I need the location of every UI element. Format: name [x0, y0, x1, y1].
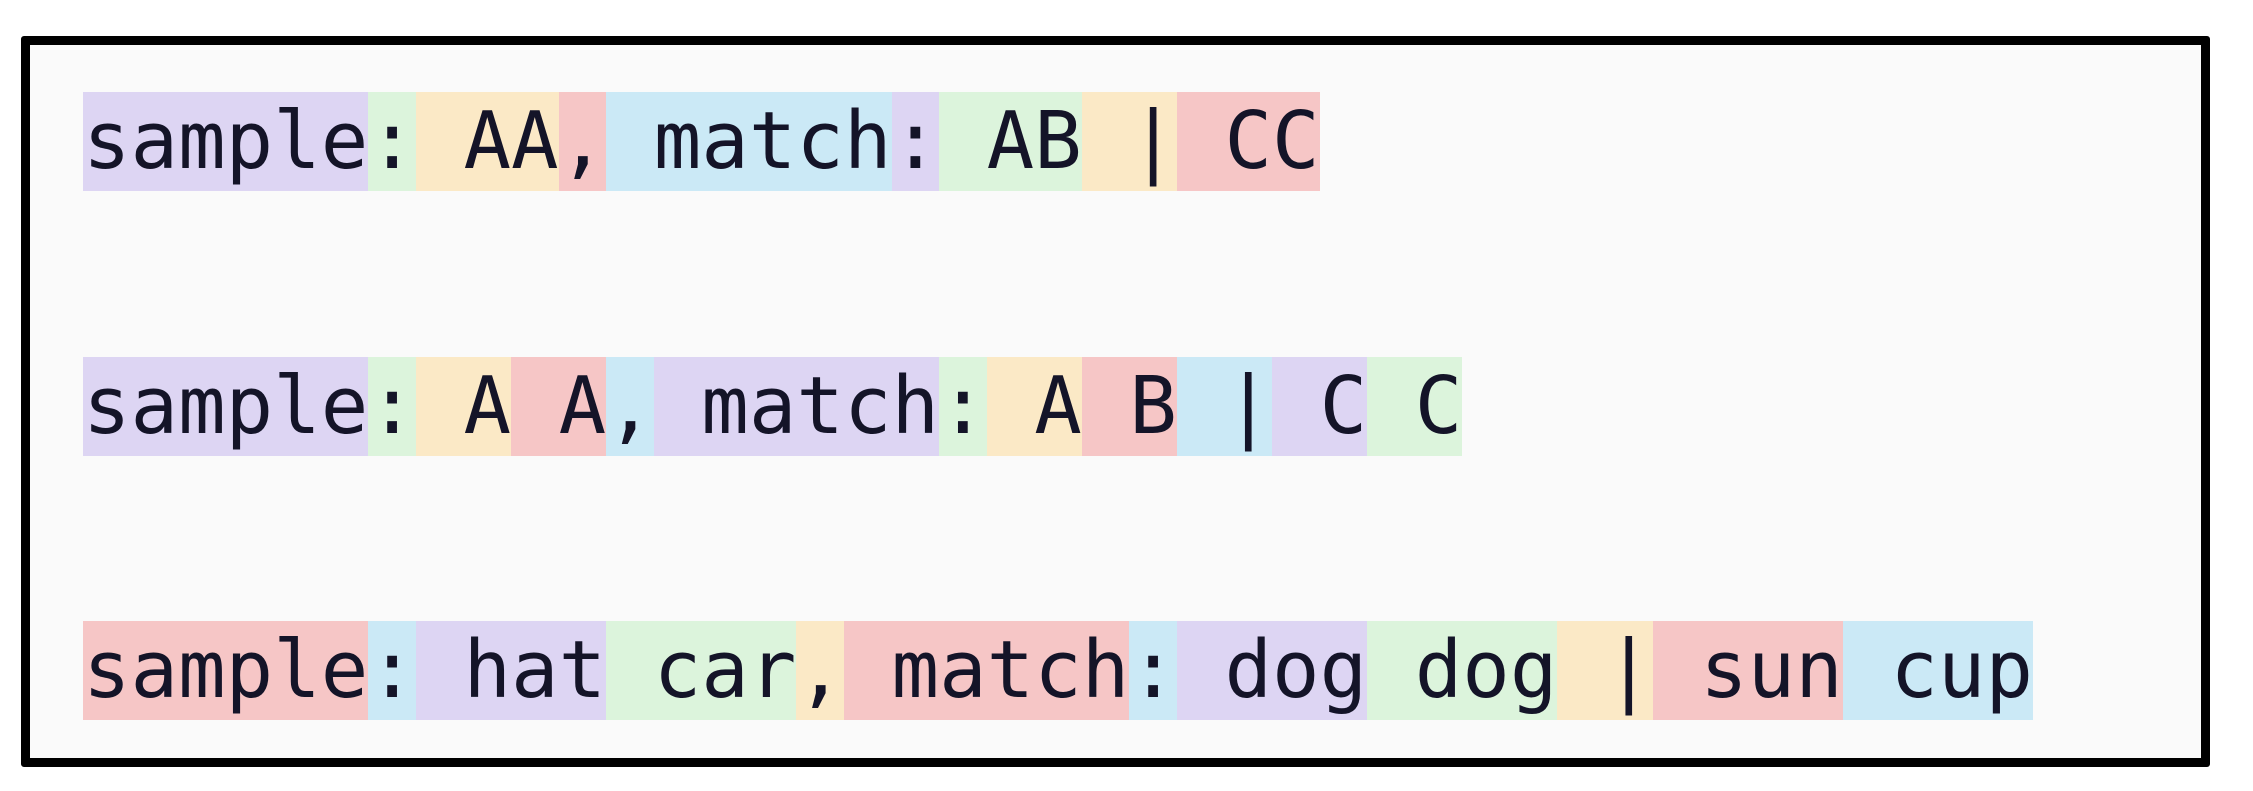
token: car: [606, 621, 797, 720]
token: A: [511, 357, 607, 456]
token: C: [1367, 357, 1463, 456]
token: B: [1081, 357, 1177, 456]
token: ,: [558, 92, 607, 191]
token: :: [368, 357, 416, 456]
token: A: [986, 357, 1082, 456]
token: dog: [1176, 621, 1368, 720]
token: sample: [83, 92, 369, 191]
token: sun: [1652, 621, 1843, 720]
token: :: [1129, 621, 1177, 720]
token: :: [939, 357, 987, 456]
token: ,: [796, 621, 844, 720]
token: A: [415, 357, 512, 456]
token: dog: [1367, 621, 1558, 720]
token: AA: [415, 92, 559, 191]
token: |: [1081, 92, 1177, 191]
token-row-3: sample: hat car, match: dog dog | sun cu…: [83, 621, 2034, 720]
token: match: [844, 621, 1130, 720]
token: |: [1557, 621, 1653, 720]
token-row-2: sample: A A, match: A B | C C: [83, 357, 1463, 456]
token: AB: [939, 92, 1082, 191]
token: |: [1176, 357, 1273, 456]
tokenization-figure-frame: sample: AA, match: AB | CC sample: A A, …: [21, 36, 2210, 767]
token: CC: [1176, 92, 1320, 191]
token: match: [606, 92, 892, 191]
token: match: [653, 357, 940, 456]
token: hat: [415, 621, 607, 720]
token-row-1: sample: AA, match: AB | CC: [83, 92, 1320, 191]
token: sample: [83, 621, 369, 720]
token: :: [368, 92, 416, 191]
token: sample: [83, 357, 369, 456]
token: C: [1272, 357, 1368, 456]
token: :: [368, 621, 416, 720]
token: cup: [1842, 621, 2034, 720]
token: :: [891, 92, 940, 191]
token: ,: [606, 357, 654, 456]
